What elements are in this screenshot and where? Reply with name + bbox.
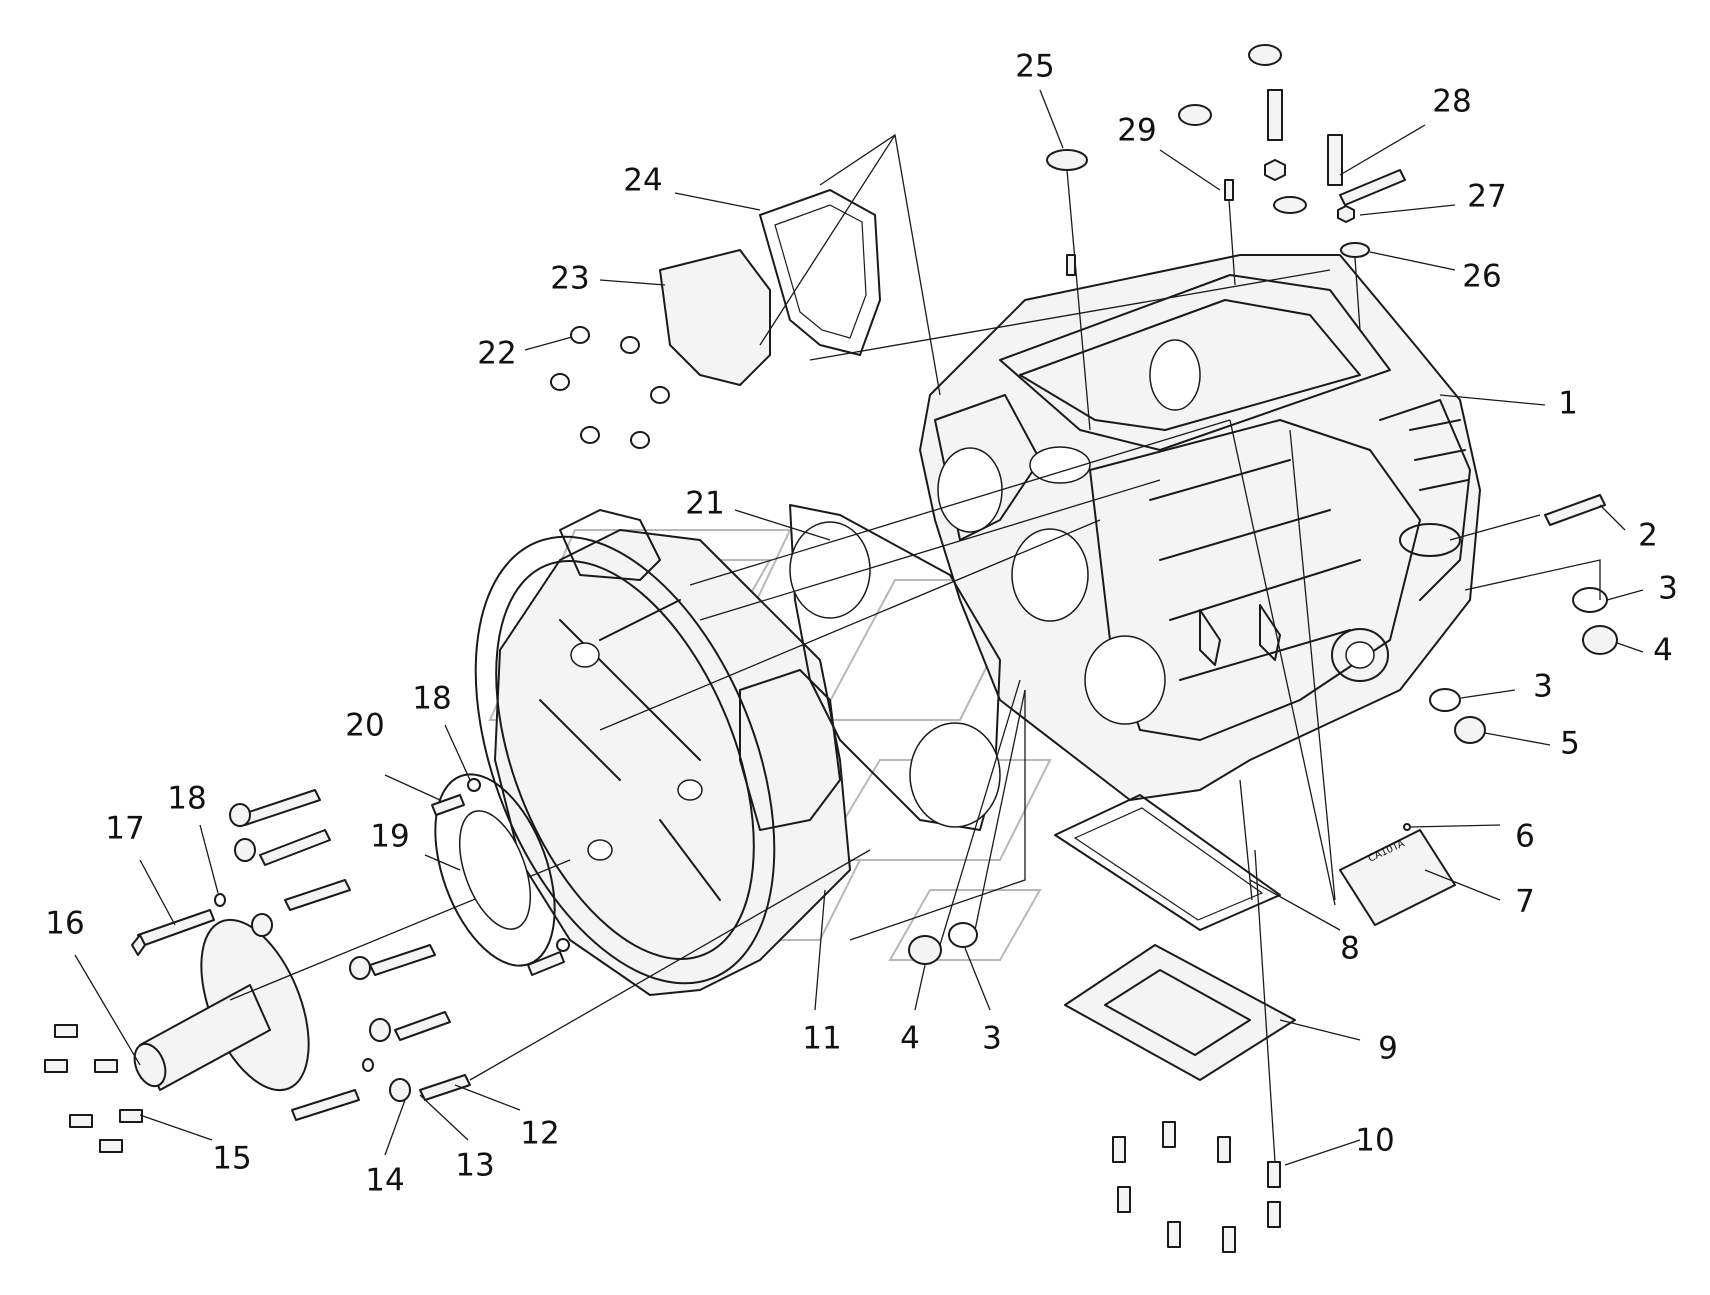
callout-4-bottom: 4 [900, 1021, 920, 1057]
studs-12-13-14 [229, 789, 471, 1121]
callout-3-mid: 3 [1533, 669, 1553, 705]
clutch-housing [474, 509, 851, 996]
callout-4-right: 4 [1653, 633, 1673, 669]
plug-25 [1046, 149, 1091, 431]
bolt-20 [431, 778, 570, 976]
leader-lines [469, 133, 1336, 1081]
callout-22: 22 [477, 336, 516, 372]
callout-21: 21 [685, 486, 724, 522]
callout-5: 5 [1560, 726, 1580, 762]
pins-top [1066, 44, 1406, 331]
callout-9: 9 [1378, 1031, 1398, 1067]
callout-18-top: 18 [412, 681, 451, 717]
drain-plug-4-seal-3 [908, 679, 1026, 965]
callout-7: 7 [1515, 884, 1535, 920]
callout-12: 12 [520, 1116, 559, 1152]
callout-3-bottom: 3 [982, 1021, 1002, 1057]
bolts-10 [1112, 849, 1281, 1253]
callout-11: 11 [802, 1021, 841, 1057]
callout-26: 26 [1462, 259, 1501, 295]
gasket-21 [789, 504, 1001, 831]
top-cover-23 [659, 249, 771, 386]
callout-1: 1 [1558, 386, 1578, 422]
callout-8: 8 [1340, 931, 1360, 967]
callout-17: 17 [105, 811, 144, 847]
callout-28: 28 [1432, 84, 1471, 120]
callout-15: 15 [212, 1141, 251, 1177]
bolt-17 [131, 893, 226, 956]
callout-leaders [74, 89, 1644, 1166]
callout-14: 14 [365, 1163, 404, 1199]
callout-3-right: 3 [1658, 571, 1678, 607]
callout-24: 24 [623, 163, 662, 199]
callout-2: 2 [1638, 518, 1658, 554]
bottom-cover-9 [1064, 944, 1296, 1081]
nuts-22 [550, 326, 670, 449]
bolts-15 [44, 1024, 143, 1153]
callout-29: 29 [1117, 113, 1156, 149]
callout-6: 6 [1515, 819, 1535, 855]
bottom-gasket-8 [1054, 794, 1281, 931]
transmission-housing [919, 254, 1481, 801]
callout-25: 25 [1015, 49, 1054, 85]
callout-27: 27 [1467, 179, 1506, 215]
callout-18-left: 18 [167, 781, 206, 817]
right-plugs [1429, 494, 1618, 744]
callout-10: 10 [1355, 1123, 1394, 1159]
callout-20: 20 [345, 708, 384, 744]
top-cover-gasket-24 [759, 189, 881, 356]
callout-13: 13 [455, 1148, 494, 1184]
callout-19: 19 [370, 819, 409, 855]
callout-23: 23 [550, 261, 589, 297]
callout-16: 16 [45, 906, 84, 942]
callouts: 25 28 29 27 26 24 23 22 1 21 2 3 4 3 5 1… [45, 49, 1678, 1199]
